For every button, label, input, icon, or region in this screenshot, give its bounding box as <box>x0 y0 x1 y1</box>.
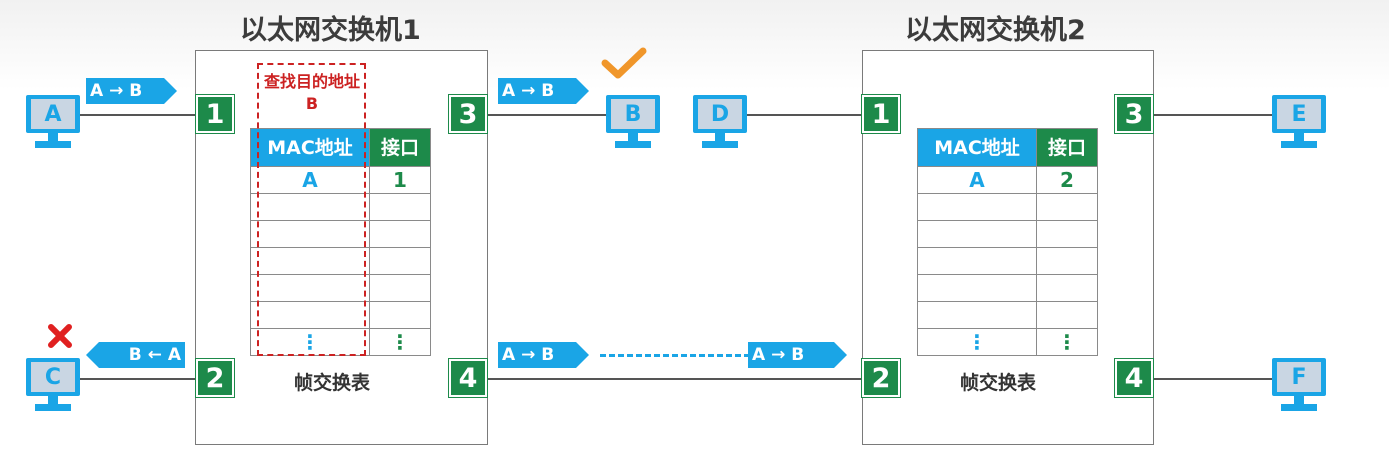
table-row: ⋮ ⋮ <box>917 328 1098 356</box>
arrow-right-icon <box>834 342 847 368</box>
switch1-frame-table: MAC地址 接口 A 1 ⋮ ⋮ <box>250 128 431 356</box>
table-row <box>250 301 431 329</box>
host-f-label: F <box>1277 362 1321 392</box>
check-icon <box>600 46 648 82</box>
cross-icon <box>46 322 74 350</box>
table-row: ⋮ ⋮ <box>250 328 431 356</box>
frame-arrow-switch1-to-switch2-end: A → B <box>748 342 847 368</box>
table-row <box>917 193 1098 221</box>
frame-label: A → B <box>498 342 576 368</box>
table-row <box>917 274 1098 302</box>
host-f: F <box>1272 358 1326 416</box>
host-a: A <box>26 95 80 153</box>
switch2-col-port: 接口 <box>1036 128 1098 167</box>
table-row <box>917 220 1098 248</box>
frame-label: A → B <box>86 78 164 104</box>
table-row <box>917 247 1098 275</box>
switch1-port-1: 1 <box>196 95 234 133</box>
switch1-port-3: 3 <box>449 95 487 133</box>
link-c-sw1p2 <box>78 378 196 380</box>
frame-arrow-switch1-to-switch2-start: A → B <box>498 342 589 368</box>
flood-dashed-line <box>600 354 750 357</box>
link-d-sw2p1 <box>745 114 862 116</box>
switch2-entry-mac: A <box>917 166 1037 194</box>
host-e-label: E <box>1277 99 1321 129</box>
host-c-label: C <box>31 362 75 392</box>
frame-label: A → B <box>748 342 834 368</box>
switch2-entry-port: 2 <box>1036 166 1098 194</box>
switch1-ellipsis-mac: ⋮ <box>250 328 370 356</box>
frame-arrow-switch1-to-b: A → B <box>498 78 589 104</box>
switch2-table-label: 帧交换表 <box>960 372 1037 394</box>
switch1-lookup-note: 查找目的地址B <box>263 72 360 113</box>
switch1-port-2: 2 <box>196 359 234 397</box>
table-row: A 1 <box>250 166 431 194</box>
switch2 <box>862 50 1154 445</box>
link-sw2p3-e <box>1152 114 1274 116</box>
table-row <box>917 301 1098 329</box>
host-e: E <box>1272 95 1326 153</box>
switch1-entry-port: 1 <box>369 166 431 194</box>
link-a-sw1p1 <box>78 114 196 116</box>
link-sw1p4-sw2p2 <box>487 378 862 380</box>
host-c: C <box>26 358 80 416</box>
switch1-lookup-highlight <box>257 63 366 356</box>
frame-arrow-switch1-to-c: B ← A <box>86 342 185 368</box>
switch1-col-mac: MAC地址 <box>250 128 370 167</box>
table-row <box>250 247 431 275</box>
link-sw2p4-f <box>1152 378 1274 380</box>
host-b: B <box>606 95 660 153</box>
switch1-port-4: 4 <box>449 359 487 397</box>
switch2-col-mac: MAC地址 <box>917 128 1037 167</box>
switch1-title: 以太网交换机1 <box>240 15 421 46</box>
switch2-ellipsis-mac: ⋮ <box>917 328 1037 356</box>
switch2-title: 以太网交换机2 <box>905 15 1086 46</box>
table-row: A 2 <box>917 166 1098 194</box>
link-sw1p3-b <box>487 114 609 116</box>
switch2-ellipsis-port: ⋮ <box>1036 328 1098 356</box>
table-row <box>250 193 431 221</box>
switch1-table-label: 帧交换表 <box>294 372 371 394</box>
arrow-right-icon <box>576 78 589 104</box>
switch2-port-3: 3 <box>1115 95 1153 133</box>
switch2-frame-table: MAC地址 接口 A 2 ⋮ ⋮ <box>917 128 1098 356</box>
arrow-left-icon <box>86 342 99 368</box>
switch2-port-1: 1 <box>862 95 900 133</box>
host-d-label: D <box>698 99 742 129</box>
arrow-right-icon <box>164 78 177 104</box>
host-d: D <box>693 95 747 153</box>
frame-label: A → B <box>498 78 576 104</box>
arrow-right-icon <box>576 342 589 368</box>
switch2-port-2: 2 <box>862 359 900 397</box>
host-b-label: B <box>611 99 655 129</box>
frame-arrow-a-to-switch1: A → B <box>86 78 177 104</box>
frame-label: B ← A <box>99 342 185 368</box>
table-row <box>250 220 431 248</box>
switch1-col-port: 接口 <box>369 128 431 167</box>
switch1-ellipsis-port: ⋮ <box>369 328 431 356</box>
host-a-label: A <box>31 99 75 129</box>
switch2-port-4: 4 <box>1115 359 1153 397</box>
